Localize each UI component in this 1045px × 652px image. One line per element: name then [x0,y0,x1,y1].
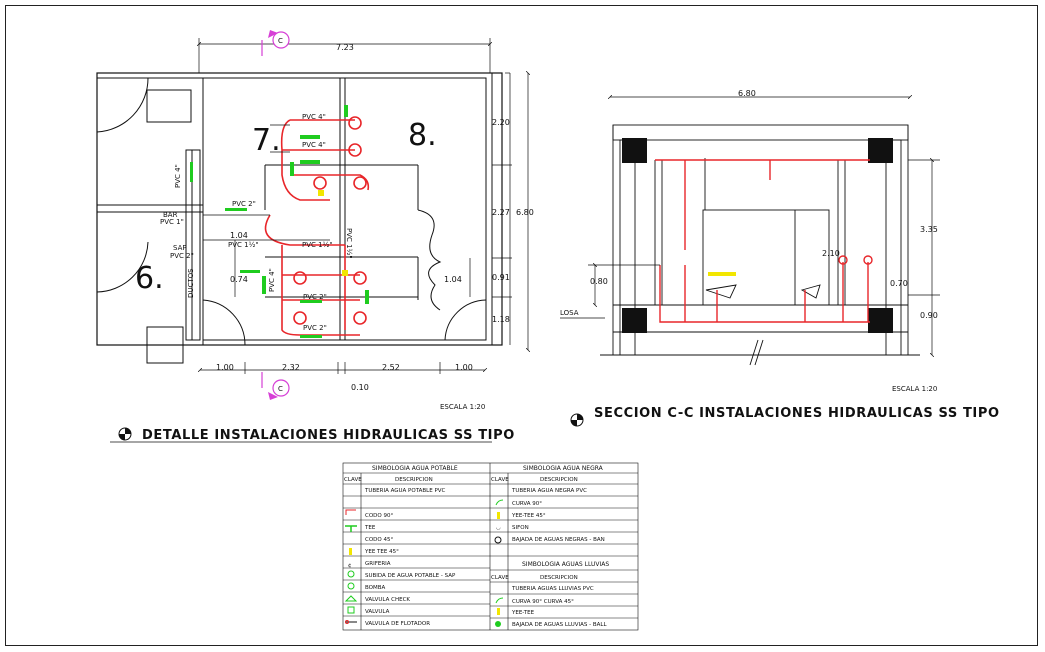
section-dim-right-2: 0.70 [890,279,908,288]
dim-bottom-4: 1.00 [455,363,473,372]
section-yellow-fitting [708,272,736,276]
legend-potable-row: YEE TEE 45° [364,549,399,555]
legend-grid [343,472,638,619]
legend-negra-row: TUBERIA AGUA NEGRA PVC [511,488,587,494]
plan-dimensions [199,38,528,374]
dim-right-2: 2.27 [492,208,510,217]
dim-bottom-1: 1.00 [216,363,234,372]
section-black-blocks [622,138,893,333]
section-marker-bottom: C [261,372,290,400]
section-title-symbol [570,413,584,427]
section-marker-top: C [261,30,290,56]
bar-label: BAR [163,211,178,219]
dim-inner-3: 1.04 [444,275,462,284]
legend-col-clave: CLAVE [491,575,509,581]
legend-lluvia-row: BAJADA DE AGUAS LLUVIAS - BALL [512,622,607,628]
legend-negra-row: SIFON [512,525,529,531]
drawing-frame [5,5,1038,646]
pipe-label: PVC 4" [174,164,182,188]
room-6-label: 6. [135,261,164,296]
pipe-label: PVC 2" [170,252,194,260]
legend-lluvia-row: YEE-TEE [511,610,535,616]
section-dim-top: 6.80 [738,89,756,98]
svg-text:¢: ¢ [348,563,352,569]
pipe-label: PVC 1½" [345,228,353,259]
legend-lluvia-row: CURVA 90° CURVA 45° [512,599,574,605]
pipe-label: PVC 4" [302,113,326,121]
legend-negra-header: SIMBOLOGIA AGUA NEGRA [523,465,604,472]
section-dim-right-1: 3.35 [920,225,938,234]
pipe-label: PVC 2" [232,200,256,208]
legend-lluvia-row: TUBERIA AGUAS LLUVIAS PVC [511,586,594,592]
sap-label: SAP [173,244,187,252]
section-dim-right-3: 0.90 [920,311,938,320]
pipe-label: PVC 4" [268,268,276,292]
pipe-label: PVC 1" [160,218,184,226]
section-dimensions [560,97,940,355]
plan-green-fittings [190,105,369,338]
pipe-label: PVC 2" [303,293,327,301]
dim-inner-2: 0.74 [230,275,248,284]
legend-potable-row: CODO 90° [365,513,393,519]
room-7-label: 7. [252,123,281,158]
section-piping [655,159,873,323]
plan-yellow-fittings [318,190,348,276]
plan-water-lines [203,124,330,241]
legend-col-clave: CLAVE [491,477,509,483]
legend-potable-row: VALVULA CHECK [365,597,410,603]
legend-potable-row: BOMBA [365,585,386,591]
legend-negra-row: BAJADA DE AGUAS NEGRAS - BAN [512,537,605,543]
legend-col-clave: CLAVE [344,477,362,483]
legend-negra-row: YEE-TEE 45° [511,513,546,519]
legend-potable-row: GRIFERIA [365,561,391,567]
plan-title: DETALLE INSTALACIONES HIDRAULICAS SS TIP… [142,428,515,443]
pipe-label: PVC 1½" [228,241,259,249]
losa-label: LOSA [560,309,579,317]
legend-potable-row: TUBERIA AGUA POTABLE PVC [364,488,446,494]
dim-bottom-small: 0.10 [351,383,369,392]
legend-potable-row: TEE [364,525,376,531]
ductos-label: DUCTOS [187,268,195,298]
room-8-label: 8. [408,118,437,153]
dim-right-3: 0.91 [492,273,510,282]
dim-right-total: 6.80 [516,208,534,217]
section-title: SECCION C-C INSTALACIONES HIDRAULICAS SS… [594,406,1000,421]
legend-potable-row: CODO 45° [365,537,393,543]
legend-lluvia-header: SIMBOLOGIA AGUAS LLUVIAS [522,561,609,568]
dim-inner-1: 1.04 [230,231,248,240]
svg-text:◡: ◡ [496,525,501,531]
legend-potable-header: SIMBOLOGIA AGUA POTABLE [372,465,458,472]
section-view [600,124,920,366]
pipe-label: PVC 2" [303,324,327,332]
legend-potable-row: VALVULA [365,609,390,615]
legend-symbols: ¢ ◡ [344,499,504,627]
section-dim-left: 0.80 [590,277,608,286]
legend-col-desc: DESCRIPCION [540,575,578,581]
pipe-label: PVC 1½" [302,241,333,249]
plan-scale: ESCALA 1:20 [440,403,485,411]
pipe-label: PVC 4" [302,141,326,149]
floor-plan [96,72,503,364]
legend-negra-row: CURVA 90° [512,501,542,507]
section-dim-mid: 2.10 [822,249,840,258]
svg-text:C: C [278,385,283,393]
dim-bottom-2: 2.32 [282,363,300,372]
plan-title-symbol [118,427,132,441]
legend-col-desc: DESCRIPCION [395,477,433,483]
dim-right-1: 2.20 [492,118,510,127]
dim-bottom-3: 2.52 [382,363,400,372]
legend-col-desc: DESCRIPCION [540,477,578,483]
section-scale: ESCALA 1:20 [892,385,937,393]
svg-text:C: C [278,37,283,45]
dim-top: 7.23 [336,43,354,52]
dim-right-4: 1.18 [492,315,510,324]
legend-potable-row: SUBIDA DE AGUA POTABLE - SAP [365,573,456,579]
legend-potable-row: VALVULA DE FLOTADOR [365,621,430,627]
